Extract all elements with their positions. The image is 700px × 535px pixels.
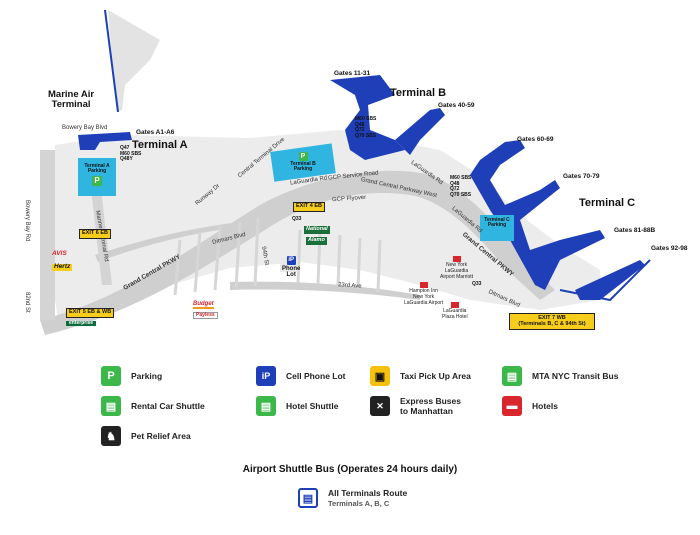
exit-5-sign: EXIT 5 EB & WB [66,308,115,318]
hotel-laguardia-plaza: LaGuardia Plaza Hotel [442,302,468,321]
parking-icon: P [92,176,102,186]
terminal-c-bus-label: M60 SBS Q48 Q72 Q70 SBS [450,175,472,198]
legend-cell-phone-lot: iP Cell Phone Lot [256,366,346,386]
runway-area [108,10,160,112]
hotel-marriott: New York LaGuardia Airport Marriott [440,256,473,280]
terminal-c-parking-label: Terminal C Parking [480,218,514,228]
legend-express-bus-text: Express Buses to Manhattan [400,396,461,417]
payless-logo: Payless [193,312,218,319]
gates-81-88-label: Gates 81-88B [614,227,656,234]
mta-bus-icon: ▤ [502,366,522,386]
q33-mid-label: Q33 [292,216,302,222]
hotel-hampton: Hampton Inn New York LaGuardia Airport [404,282,443,306]
road-ditmars [95,222,240,262]
legend-pet-relief-text: Pet Relief Area [131,430,191,441]
cell-phone-lot-icon: iP [256,366,276,386]
terminal-a-bus-label: Q47 M60 SBS Q48Y [120,145,142,162]
legend-hotel-shuttle-text: Hotel Shuttle [286,400,339,411]
terminal-a-building [78,132,132,150]
legend-rental-car-text: Rental Car Shuttle [131,400,205,411]
exit-6-sign: EXIT 6 EB [79,229,111,239]
terminal-c-parking-area [480,215,514,241]
legend-parking-text: Parking [131,370,163,381]
shuttle-route: ▤ All Terminals Route Terminals A, B, C [298,488,407,508]
hotel-shuttle-icon: ▤ [256,396,276,416]
enterprise-logo: enterprise [66,321,97,326]
shuttle-title: Airport Shuttle Bus (Operates 24 hours d… [242,464,458,475]
alamo-logo: Alamo [306,237,327,245]
terminal-a-label: Terminal A [132,139,188,151]
82nd-st-label: 82nd St [24,292,30,313]
legend-mta-bus-text: MTA NYC Transit Bus [532,370,619,381]
legend-taxi-text: Taxi Pick Up Area [400,370,471,381]
shuttle-bus-icon: ▤ [298,488,318,508]
shuttle-route-name: All Terminals Route [328,488,408,499]
legend-parking: P Parking [101,366,162,386]
legend-cell-phone-lot-text: Cell Phone Lot [286,370,346,381]
legend-hotel-shuttle: ▤ Hotel Shuttle [256,396,338,416]
gates-a1-a6-label: Gates A1-A6 [136,129,175,136]
bowery-bay-blvd-label: Bowery Bay Blvd [62,125,108,131]
terminal-b-building [330,75,405,160]
terminal-c-concourse-far [575,260,645,300]
q33-c-label: Q33 [472,281,482,287]
gates-70-79-label: Gates 70-79 [563,173,600,180]
hotels-icon: ▬ [502,396,522,416]
phone-lot-text: Phone Lot [282,266,301,278]
hotel-icon [419,282,428,288]
terminal-b-concourse-east [395,108,445,155]
shuttle-route-sub: Terminals A, B, C [328,498,390,508]
hotel-plaza-text: LaGuardia Plaza Hotel [442,308,468,320]
pet-relief-icon: ♞ [101,426,121,446]
hertz-logo: Hertz [52,263,73,271]
terminal-b-label: Terminal B [390,87,447,99]
gates-11-31-label: Gates 11-31 [334,70,371,77]
street-grid [173,217,382,296]
legend-express-bus: ✕ Express Buses to Manhattan [370,396,461,417]
legend-taxi: ▣ Taxi Pick Up Area [370,366,471,386]
hotel-marriott-text: New York LaGuardia Airport Marriott [440,262,474,280]
gates-92-98-label: Gates 92-98 [651,245,688,252]
terminal-b-parking-area [270,143,336,182]
terminal-c-label: Terminal C [579,197,636,209]
terminal-c-parking-text: Terminal C Parking [484,217,510,228]
gates-40-59-label: Gates 40-59 [438,102,475,109]
legend-rental-car: ▤ Rental Car Shuttle [101,396,205,416]
legend-mta-bus: ▤ MTA NYC Transit Bus [502,366,618,386]
legend-hotels-text: Hotels [532,400,558,411]
road-bowery-bay [40,150,55,320]
phone-lot-label: iP Phone Lot [282,256,300,278]
avis-logo: AVIS [52,250,67,257]
national-logo: National [304,226,330,234]
bowery-bay-rd-label: Bowery Bay Rd [24,200,30,242]
terminal-a-parking-text: Terminal A Parking [84,163,110,174]
legend-hotels: ▬ Hotels [502,396,558,416]
shoreline [104,9,651,302]
hotel-icon [452,256,461,262]
cell-phone-lot-icon: iP [286,256,296,265]
shuttle-route-text: All Terminals Route Terminals A, B, C [328,488,407,507]
express-bus-icon: ✕ [370,396,390,417]
budget-logo: Budget [193,301,214,309]
taxi-icon: ▣ [370,366,390,386]
legend-pet-relief: ♞ Pet Relief Area [101,426,191,446]
terminal-c-building [470,140,605,290]
marine-air-terminal-label: Marine Air Terminal [48,89,95,110]
hotel-hampton-text: Hampton Inn New York LaGuardia Airport [404,288,444,306]
hotel-icon [450,302,459,308]
parking-icon: P [101,366,121,386]
gates-60-69-label: Gates 60-69 [517,136,554,143]
road-23rd-ave [230,281,420,300]
rental-car-icon: ▤ [101,396,121,416]
terminal-b-bus-label: M60 SBS Q48 Q72 Q70 SBS [355,116,377,139]
terminal-a-parking-label: Terminal A Parking P [78,164,116,186]
exit-7-sign: EXIT 7 WB (Terminals B, C & 94th St) [509,313,595,330]
terminal-b-parking-text: Terminal B Parking [290,161,316,172]
exit-4-sign: EXIT 4 EB [293,202,325,212]
parking-icon: P [298,152,308,161]
terminal-b-parking-label: P Terminal B Parking [280,152,326,172]
